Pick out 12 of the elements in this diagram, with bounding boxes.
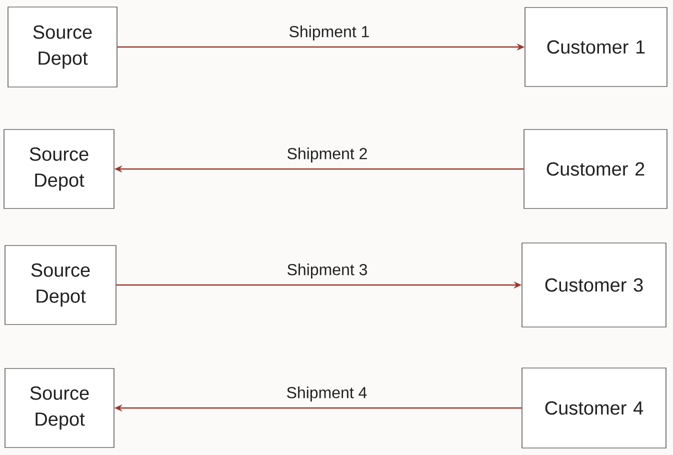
box: Source Depot — [8, 6, 118, 88]
box: Customer 1 — [524, 7, 668, 87]
box: Source Depot — [4, 129, 114, 209]
box: Source Depot — [4, 245, 116, 325]
box: Customer 3 — [522, 242, 666, 328]
edge-label: Shipment 4 — [285, 386, 368, 402]
edge-label: Shipment 1 — [288, 24, 371, 42]
edge-label: Shipment 3 — [286, 262, 369, 280]
box: Customer 4 — [522, 368, 666, 448]
edge-label: Shipment 2 — [286, 146, 369, 164]
box: Source Depot — [4, 368, 114, 448]
box: Customer 2 — [524, 129, 668, 209]
